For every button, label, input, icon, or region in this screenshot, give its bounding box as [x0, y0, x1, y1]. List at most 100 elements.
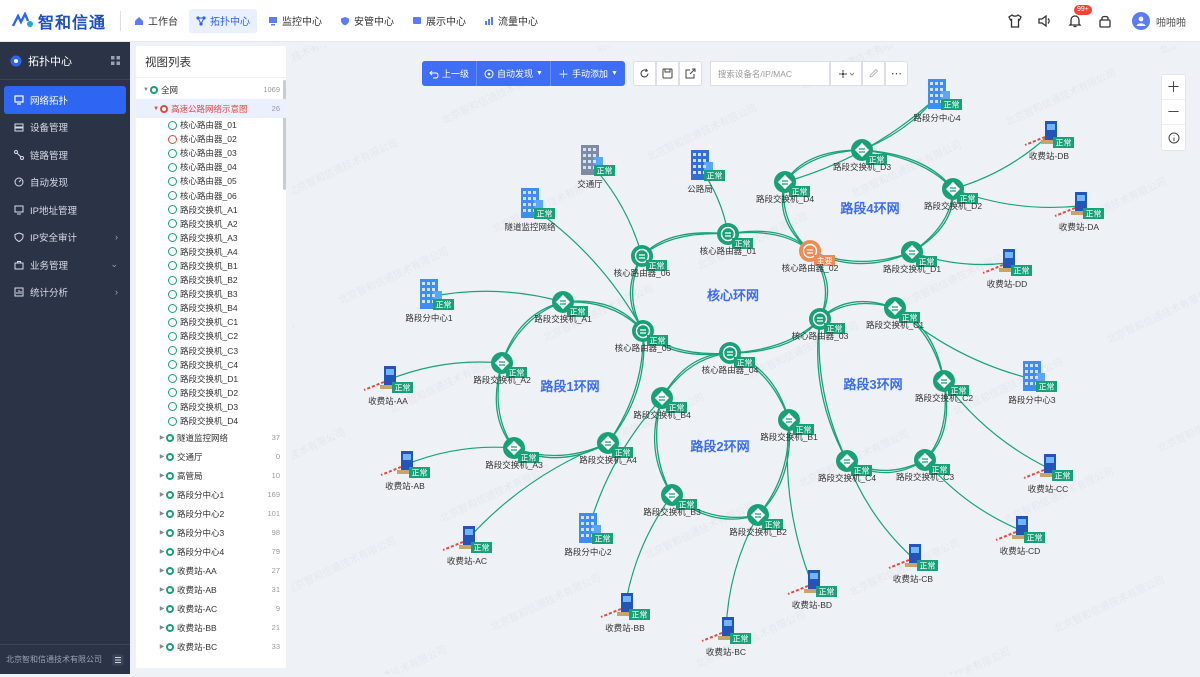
- tree-device-item[interactable]: 路段交换机_B3: [136, 287, 286, 301]
- tree-device-item[interactable]: 路段交换机_C1: [136, 315, 286, 329]
- zoom-in-button[interactable]: ＋: [1162, 75, 1185, 100]
- caret-down-icon[interactable]: ▼: [153, 105, 159, 112]
- tree-device-item[interactable]: 路段交换机_A1: [136, 203, 286, 217]
- tree-device-item[interactable]: 路段交换机_A3: [136, 231, 286, 245]
- caret-right-icon[interactable]: ▶: [159, 492, 165, 499]
- auto-discover-dropdown[interactable]: 自动发现 ▼: [477, 61, 551, 86]
- tree-device-item[interactable]: 路段交换机_A4: [136, 245, 286, 259]
- tree-scrollbar[interactable]: [283, 80, 286, 190]
- info-button[interactable]: [1162, 125, 1185, 150]
- sidebar-item-network-topology[interactable]: 网络拓扑: [4, 86, 126, 114]
- sound-icon[interactable]: [1035, 11, 1055, 31]
- tree-device-item[interactable]: 路段交换机_D2: [136, 386, 286, 400]
- nav-security-center[interactable]: 安管中心: [333, 9, 401, 33]
- tree-device-item[interactable]: 核心路由器_02: [136, 132, 286, 146]
- sidebar-item-statistics[interactable]: 统计分析 ›: [0, 279, 130, 307]
- caret-right-icon[interactable]: ▶: [159, 606, 165, 613]
- access-link[interactable]: [952, 134, 1050, 190]
- caret-right-icon[interactable]: ▶: [159, 587, 165, 594]
- access-link[interactable]: [466, 442, 609, 541]
- ring-link[interactable]: [817, 318, 848, 462]
- collapse-sidebar-icon[interactable]: [112, 654, 124, 666]
- brand-logo[interactable]: 智和信通: [0, 9, 120, 33]
- skin-icon[interactable]: [1005, 11, 1025, 31]
- more-button[interactable]: ⋯: [884, 61, 908, 86]
- sidebar-item-ip-audit[interactable]: IP安全审计 ›: [0, 224, 130, 252]
- tree-device-item[interactable]: 路段交换机_C4: [136, 358, 286, 372]
- tree-device-item[interactable]: 路段交换机_A2: [136, 217, 286, 231]
- caret-right-icon[interactable]: ▶: [159, 435, 165, 442]
- ring-link[interactable]: [607, 330, 644, 444]
- lock-icon[interactable]: [1095, 11, 1115, 31]
- caret-right-icon[interactable]: ▶: [159, 511, 165, 518]
- caret-down-icon[interactable]: ▼: [143, 86, 149, 93]
- tree-device-item[interactable]: 核心路由器_06: [136, 188, 286, 202]
- ring-link[interactable]: [818, 318, 848, 462]
- tree-device-item[interactable]: 路段交换机_D3: [136, 400, 286, 414]
- tree-device-item[interactable]: 核心路由器_03: [136, 146, 286, 160]
- tree-device-item[interactable]: 路段交换机_B2: [136, 273, 286, 287]
- caret-right-icon[interactable]: ▶: [159, 625, 165, 632]
- access-link[interactable]: [428, 290, 564, 303]
- sidebar-item-auto-discovery[interactable]: 自动发现: [0, 169, 130, 197]
- nav-monitor-center[interactable]: 监控中心: [261, 9, 329, 33]
- edit-button[interactable]: [861, 61, 885, 86]
- caret-right-icon[interactable]: ▶: [159, 568, 165, 575]
- nav-workbench[interactable]: 工作台: [127, 9, 185, 33]
- layout-tool-button[interactable]: [829, 61, 862, 86]
- save-button[interactable]: [655, 61, 679, 86]
- user-menu[interactable]: 啪啪啪: [1132, 12, 1186, 30]
- access-link[interactable]: [404, 446, 515, 466]
- tree-device-item[interactable]: 路段交换机_D1: [136, 372, 286, 386]
- sidebar-item-business-management[interactable]: 业务管理 ⌄: [0, 251, 130, 279]
- tree-device-item[interactable]: 路段交换机_B4: [136, 301, 286, 315]
- tree-node-selected-view[interactable]: ▼ 高速公路网络示意图 26: [136, 99, 286, 118]
- sidebar-item-device-management[interactable]: 设备管理: [0, 114, 130, 142]
- ring-link[interactable]: [607, 330, 645, 444]
- tree-node-root[interactable]: ▼ 全网 1069: [136, 80, 286, 99]
- sidebar-item-ip-management[interactable]: IP地址管理: [0, 196, 130, 224]
- sidebar-item-link-management[interactable]: 链路管理: [0, 141, 130, 169]
- tree-device-item[interactable]: 核心路由器_04: [136, 160, 286, 174]
- grid-menu-icon[interactable]: [111, 56, 120, 65]
- caret-right-icon[interactable]: ▶: [159, 644, 165, 651]
